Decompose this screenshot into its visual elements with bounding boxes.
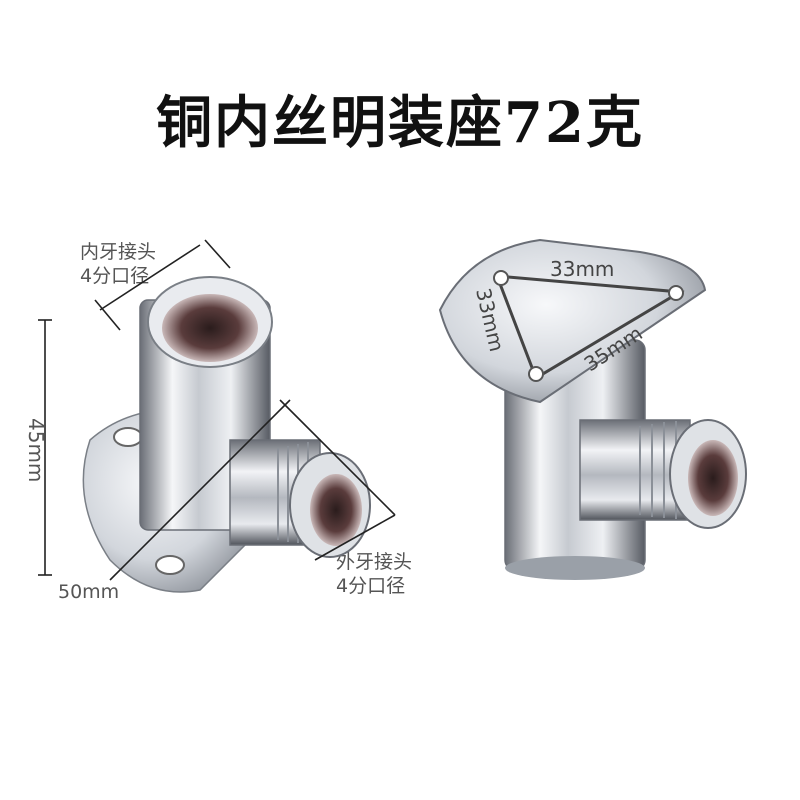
product-title: 铜内丝明装座72克: [156, 90, 644, 156]
inner-thread-label-line1: 内牙接头: [80, 241, 157, 263]
outer-thread-label-line2: 4分口径: [336, 575, 406, 597]
left-fitting: [82, 276, 371, 593]
plate-top-dimension: 33mm: [550, 257, 614, 281]
width-dimension-label: 50mm: [58, 581, 120, 603]
right-fitting: [438, 238, 747, 580]
outer-thread-label-line1: 外牙接头: [336, 551, 413, 573]
left-dimension-lines: [38, 239, 396, 581]
triangle-outline: [494, 274, 685, 381]
inner-thread-label-line2: 4分口径: [80, 265, 150, 287]
inner-thread-label: 内牙接头 4分口径: [80, 240, 156, 288]
outer-thread-label: 外牙接头 4分口径: [336, 550, 412, 598]
